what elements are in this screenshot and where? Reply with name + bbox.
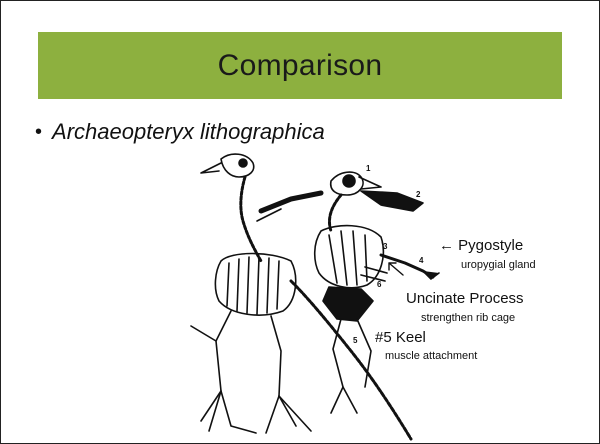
uncinate-arrow-icon <box>385 259 405 277</box>
slide-title: Comparison <box>218 49 383 83</box>
bullet-text: Archaeopteryx lithographica <box>52 119 325 145</box>
uropygial-gland-label: uropygial gland <box>461 259 536 271</box>
keel-highlight <box>323 287 373 321</box>
archaeopteryx-legs-icon <box>191 311 311 433</box>
figure-label-5: 5 <box>353 336 358 345</box>
figure-label-6: 6 <box>377 280 382 289</box>
bullet-item: • Archaeopteryx lithographica <box>35 119 325 145</box>
strengthen-rib-cage-label: strengthen rib cage <box>421 312 515 324</box>
uncinate-process-label: Uncinate Process <box>406 290 524 307</box>
title-banner: Comparison <box>38 32 562 99</box>
bullet-dot-icon: • <box>35 121 42 144</box>
archaeopteryx-skull-icon <box>201 154 254 177</box>
figure-label-1: 1 <box>366 164 371 173</box>
figure-label-4: 4 <box>419 256 424 265</box>
keel-label: #5 Keel <box>375 329 426 346</box>
figure-label-3: 3 <box>383 242 388 251</box>
muscle-attachment-label: muscle attachment <box>385 350 477 362</box>
pygostyle-label: ← Pygostyle <box>439 237 523 254</box>
figure-label-2: 2 <box>416 190 421 199</box>
archaeopteryx-ribcage-icon <box>215 254 295 316</box>
